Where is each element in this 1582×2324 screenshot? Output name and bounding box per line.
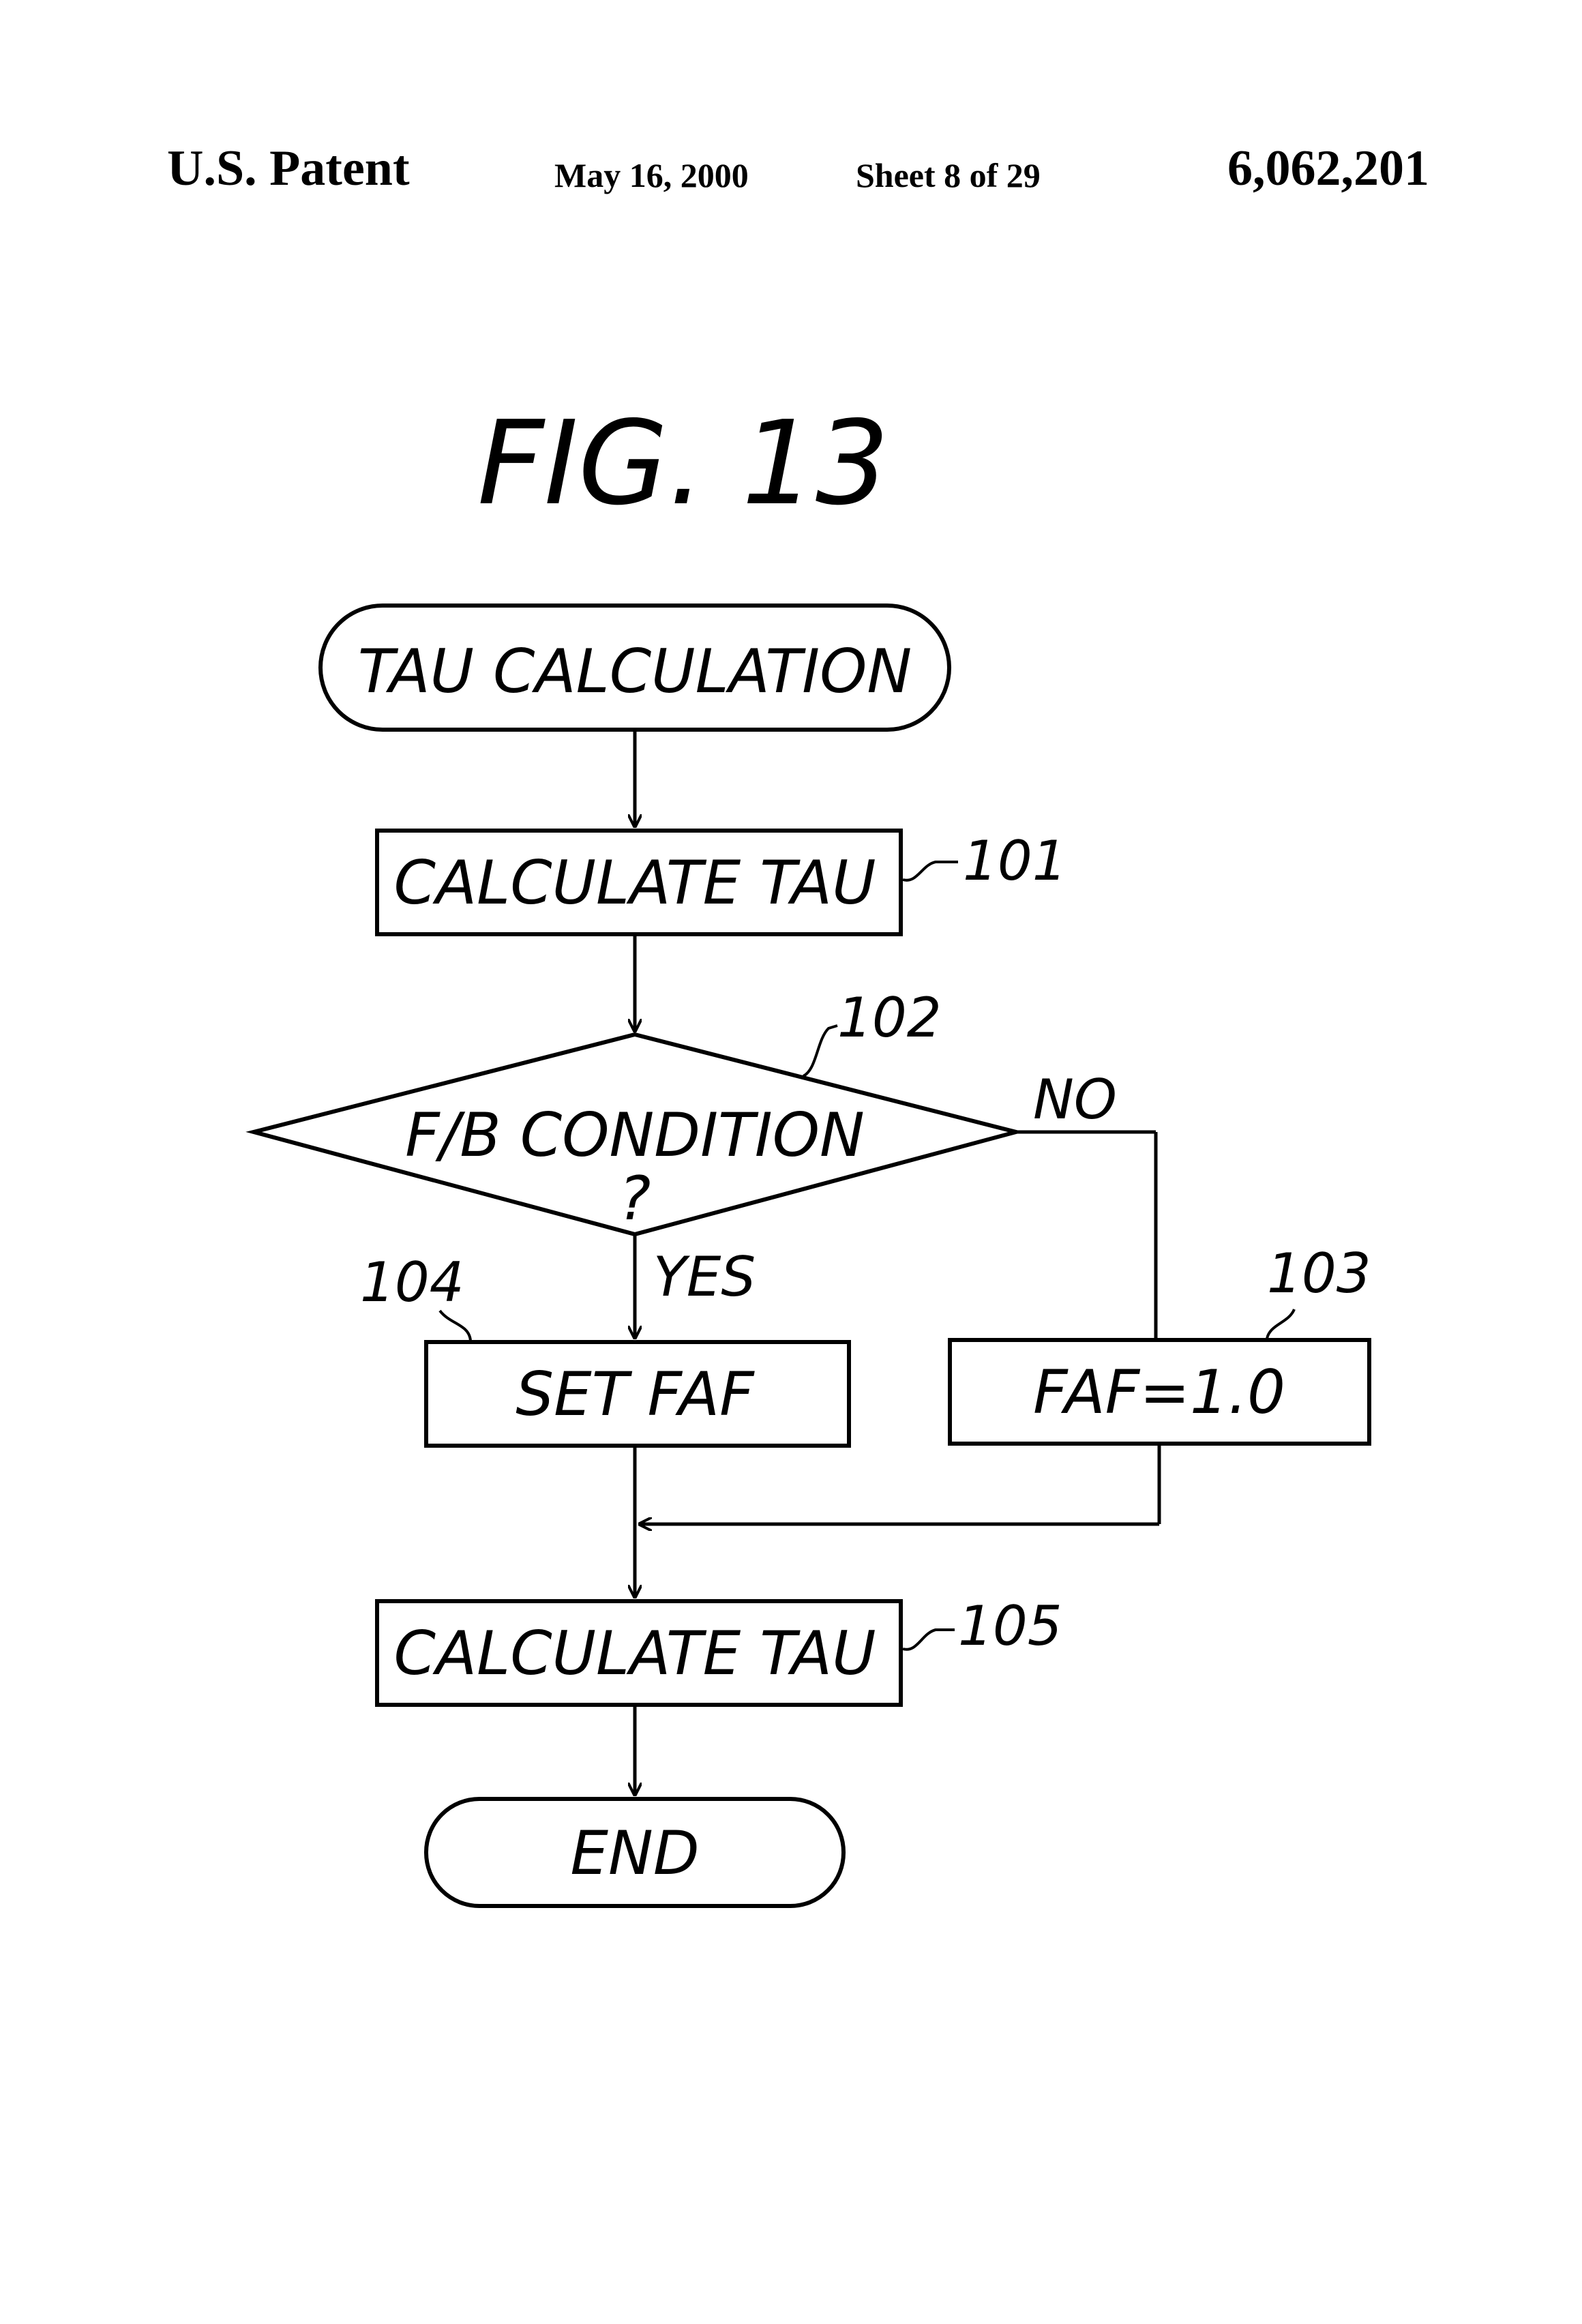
start-label: TAU CALCULATION bbox=[358, 636, 912, 706]
ref-104: 104 bbox=[360, 1251, 464, 1314]
ref-101: 101 bbox=[963, 829, 1067, 893]
process-101-label: CALCULATE TAU bbox=[394, 848, 876, 918]
ref-105: 105 bbox=[958, 1594, 1062, 1658]
ref-104-leader bbox=[440, 1311, 471, 1341]
ref-102-leader bbox=[803, 1026, 837, 1076]
process-103-label: FAF=1.0 bbox=[1033, 1357, 1285, 1427]
ref-102: 102 bbox=[837, 986, 942, 1049]
ref-103: 103 bbox=[1267, 1242, 1371, 1305]
process-105-label: CALCULATE TAU bbox=[394, 1618, 876, 1688]
ref-101-leader bbox=[903, 862, 958, 880]
end-label: END bbox=[570, 1818, 699, 1888]
yes-branch-label: YES bbox=[653, 1245, 756, 1309]
decision-102-mark: ? bbox=[619, 1163, 651, 1234]
ref-103-leader bbox=[1267, 1309, 1294, 1339]
ref-105-leader bbox=[903, 1630, 955, 1650]
figure-title: FIG. 13 bbox=[477, 396, 889, 531]
process-104-label: SET FAF bbox=[516, 1359, 755, 1429]
decision-102-label: F/B CONDITION bbox=[405, 1100, 865, 1170]
no-branch-label: NO bbox=[1033, 1068, 1117, 1131]
